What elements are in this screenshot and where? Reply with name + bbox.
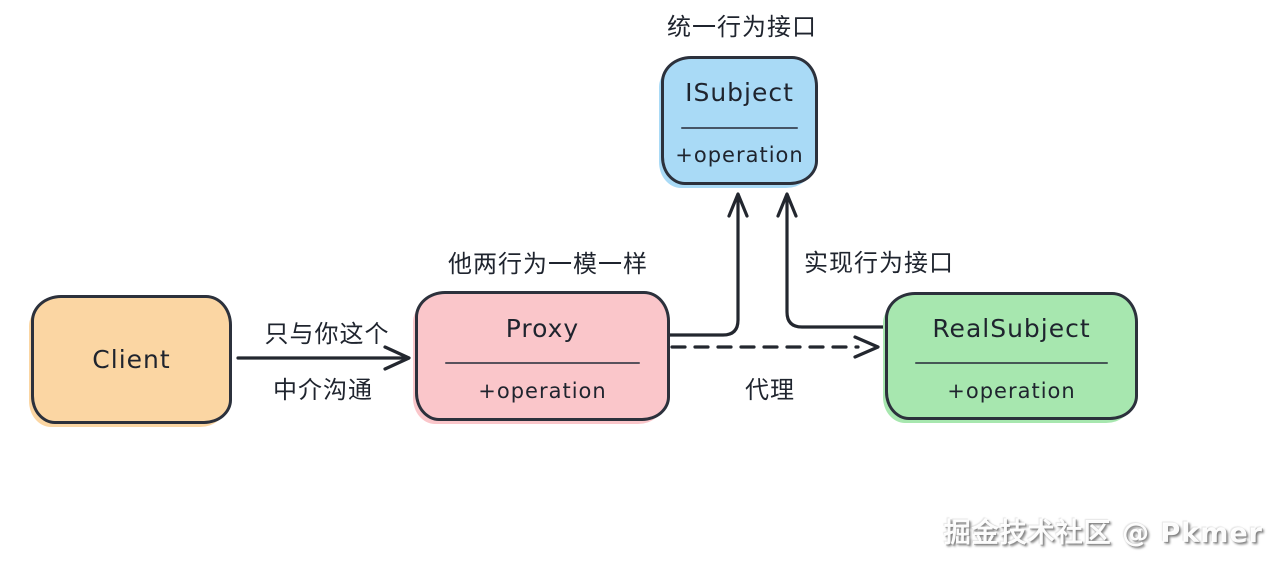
arrow-realsubject-to-isubject-head — [776, 192, 798, 218]
watermark: 掘金技术社区 @ Pkmer — [943, 518, 1263, 549]
proxy-behavior-note: 他两行为一模一样 — [448, 250, 648, 278]
client-arrow-note-line2: 中介沟通 — [273, 376, 373, 404]
arrow-proxy-to-isubject-shaft — [668, 194, 740, 337]
realsubject-implements-note: 实现行为接口 — [804, 249, 954, 277]
proxy-class-title: Proxy — [505, 313, 580, 343]
client-arrow-note-line1: 只与你这个 — [264, 320, 390, 348]
realsubject-class-box: RealSubject +operation — [885, 292, 1138, 420]
arrow-client-to-proxy-head — [383, 345, 411, 371]
client-class-title: Client — [92, 345, 171, 374]
client-class-box: Client — [31, 295, 232, 424]
dashed-arrow-label: 代理 — [745, 376, 795, 404]
proxy-class-box: Proxy +operation — [415, 291, 670, 421]
isubject-class-title: ISubject — [685, 78, 794, 108]
arrow-proxy-to-isubject — [668, 192, 749, 337]
realsubject-divider — [915, 362, 1108, 365]
isubject-divider — [680, 126, 799, 129]
isubject-method-label: +operation — [675, 143, 804, 168]
realsubject-class-title: RealSubject — [932, 314, 1091, 344]
proxy-divider — [445, 362, 640, 365]
unified-interface-note: 统一行为接口 — [667, 13, 817, 41]
arrow-proxy-to-isubject-head — [727, 192, 749, 218]
arrow-proxy-to-realsubject-dashed — [670, 335, 880, 359]
arrow-proxy-to-realsubject-head — [853, 335, 880, 359]
isubject-class-box: ISubject +operation — [661, 56, 818, 185]
proxy-method-label: +operation — [478, 379, 607, 404]
realsubject-method-label: +operation — [947, 378, 1076, 403]
arrow-client-to-proxy — [236, 345, 411, 371]
